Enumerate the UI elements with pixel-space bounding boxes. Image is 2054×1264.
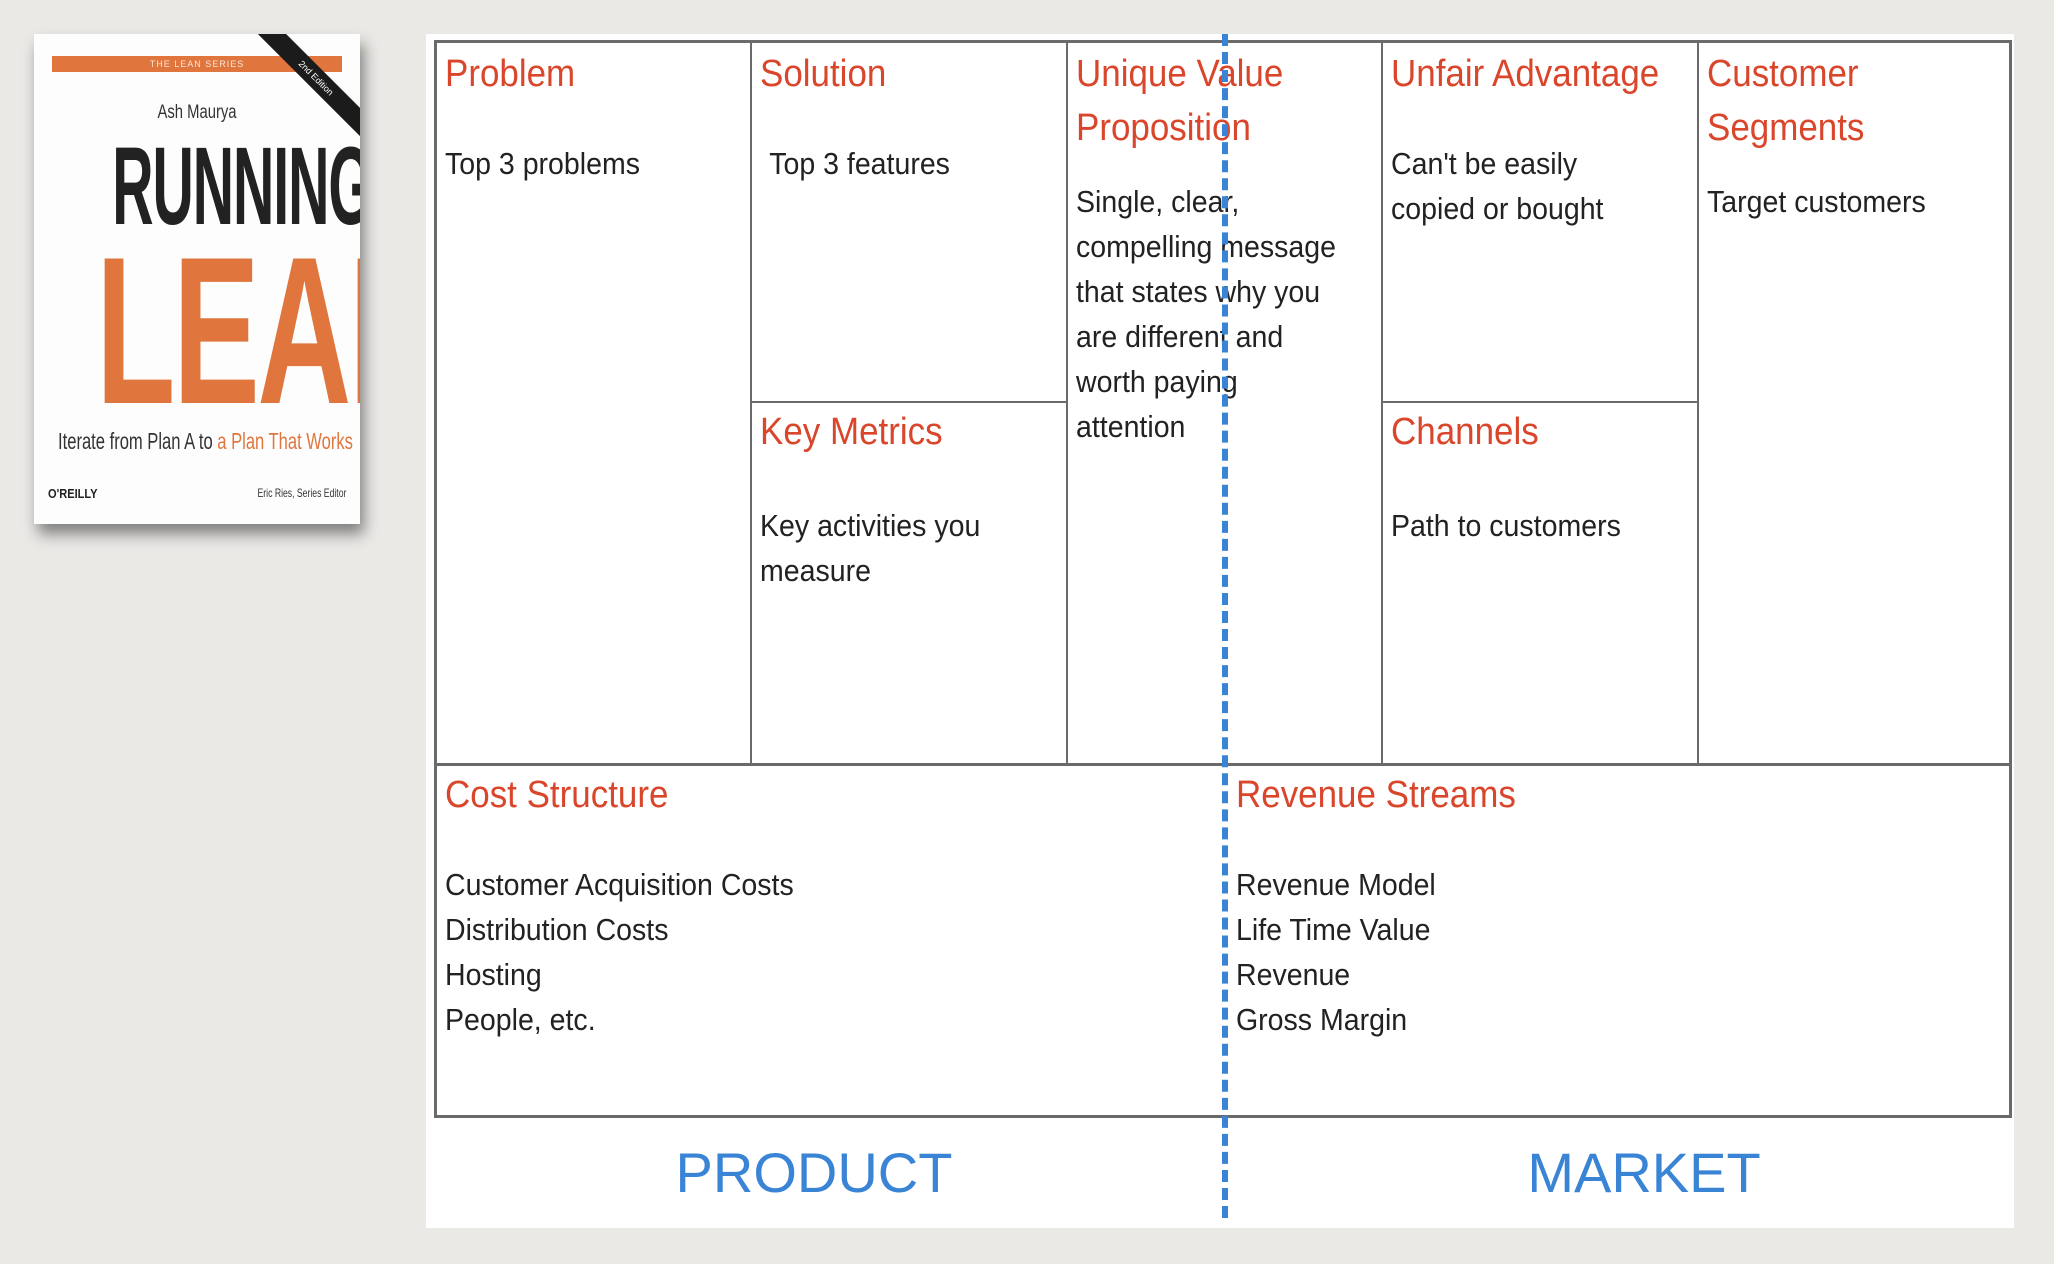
product-label: PRODUCT — [675, 1141, 953, 1204]
cell-customer-segments: Customer Segments Target customers — [1699, 43, 2009, 763]
problem-body: Top 3 problems — [445, 146, 640, 181]
product-market-divider — [1222, 34, 1228, 1218]
solution-body: Top 3 features — [769, 146, 950, 181]
book-cover: The Lean Series 2nd Edition Ash Maurya R… — [34, 34, 360, 524]
uvp-body: Single, clear, compelling message that s… — [1076, 184, 1336, 444]
channels-title: Channels — [1391, 411, 1539, 453]
book-publisher: O'REILLY — [48, 486, 98, 501]
cell-solution: Solution Top 3 features — [752, 43, 1068, 403]
cost-structure-body: Customer Acquisition Costs Distribution … — [445, 867, 794, 1037]
problem-title: Problem — [445, 53, 576, 95]
book-series: The Lean Series — [52, 56, 342, 72]
lean-canvas-grid: Problem Top 3 problems Solution Top 3 fe… — [434, 40, 2012, 1118]
book-title-lean: LEAN — [95, 213, 360, 448]
revenue-streams-body: Revenue Model Life Time Value Revenue Gr… — [1236, 867, 1436, 1037]
canvas-panel — [426, 34, 2014, 1228]
customer-segments-title: Customer Segments — [1707, 53, 1865, 149]
book-subtitle-plain: Iterate from Plan A to — [58, 428, 213, 454]
cell-key-metrics: Key Metrics Key activities you measure — [752, 403, 1068, 763]
key-metrics-title: Key Metrics — [760, 411, 943, 453]
unfair-advantage-body: Can't be easily copied or bought — [1391, 146, 1604, 226]
market-label: MARKET — [1527, 1141, 1761, 1204]
book-series-editor: Eric Ries, Series Editor — [257, 486, 346, 500]
cell-unfair-advantage: Unfair Advantage Can't be easily copied … — [1383, 43, 1699, 403]
cell-revenue-streams: Revenue Streams Revenue Model Life Time … — [1224, 763, 2009, 1115]
revenue-streams-title: Revenue Streams — [1236, 774, 1516, 816]
cell-channels: Channels Path to customers — [1383, 403, 1699, 763]
solution-title: Solution — [760, 53, 887, 95]
book-subtitle: Iterate from Plan A to a Plan That Works — [58, 428, 353, 455]
cell-cost-structure: Cost Structure Customer Acquisition Cost… — [437, 763, 1224, 1115]
book-subtitle-accent: a Plan That Works — [217, 428, 353, 454]
uvp-title: Unique Value Proposition — [1076, 53, 1284, 149]
unfair-advantage-title: Unfair Advantage — [1391, 53, 1660, 95]
cell-unique-value-proposition: Unique Value Proposition Single, clear, … — [1068, 43, 1383, 763]
cell-problem: Problem Top 3 problems — [437, 43, 752, 763]
key-metrics-body: Key activities you measure — [760, 508, 981, 588]
channels-body: Path to customers — [1391, 508, 1621, 543]
customer-segments-body: Target customers — [1707, 184, 1926, 219]
cost-structure-title: Cost Structure — [445, 774, 669, 816]
book-author: Ash Maurya — [157, 102, 237, 123]
